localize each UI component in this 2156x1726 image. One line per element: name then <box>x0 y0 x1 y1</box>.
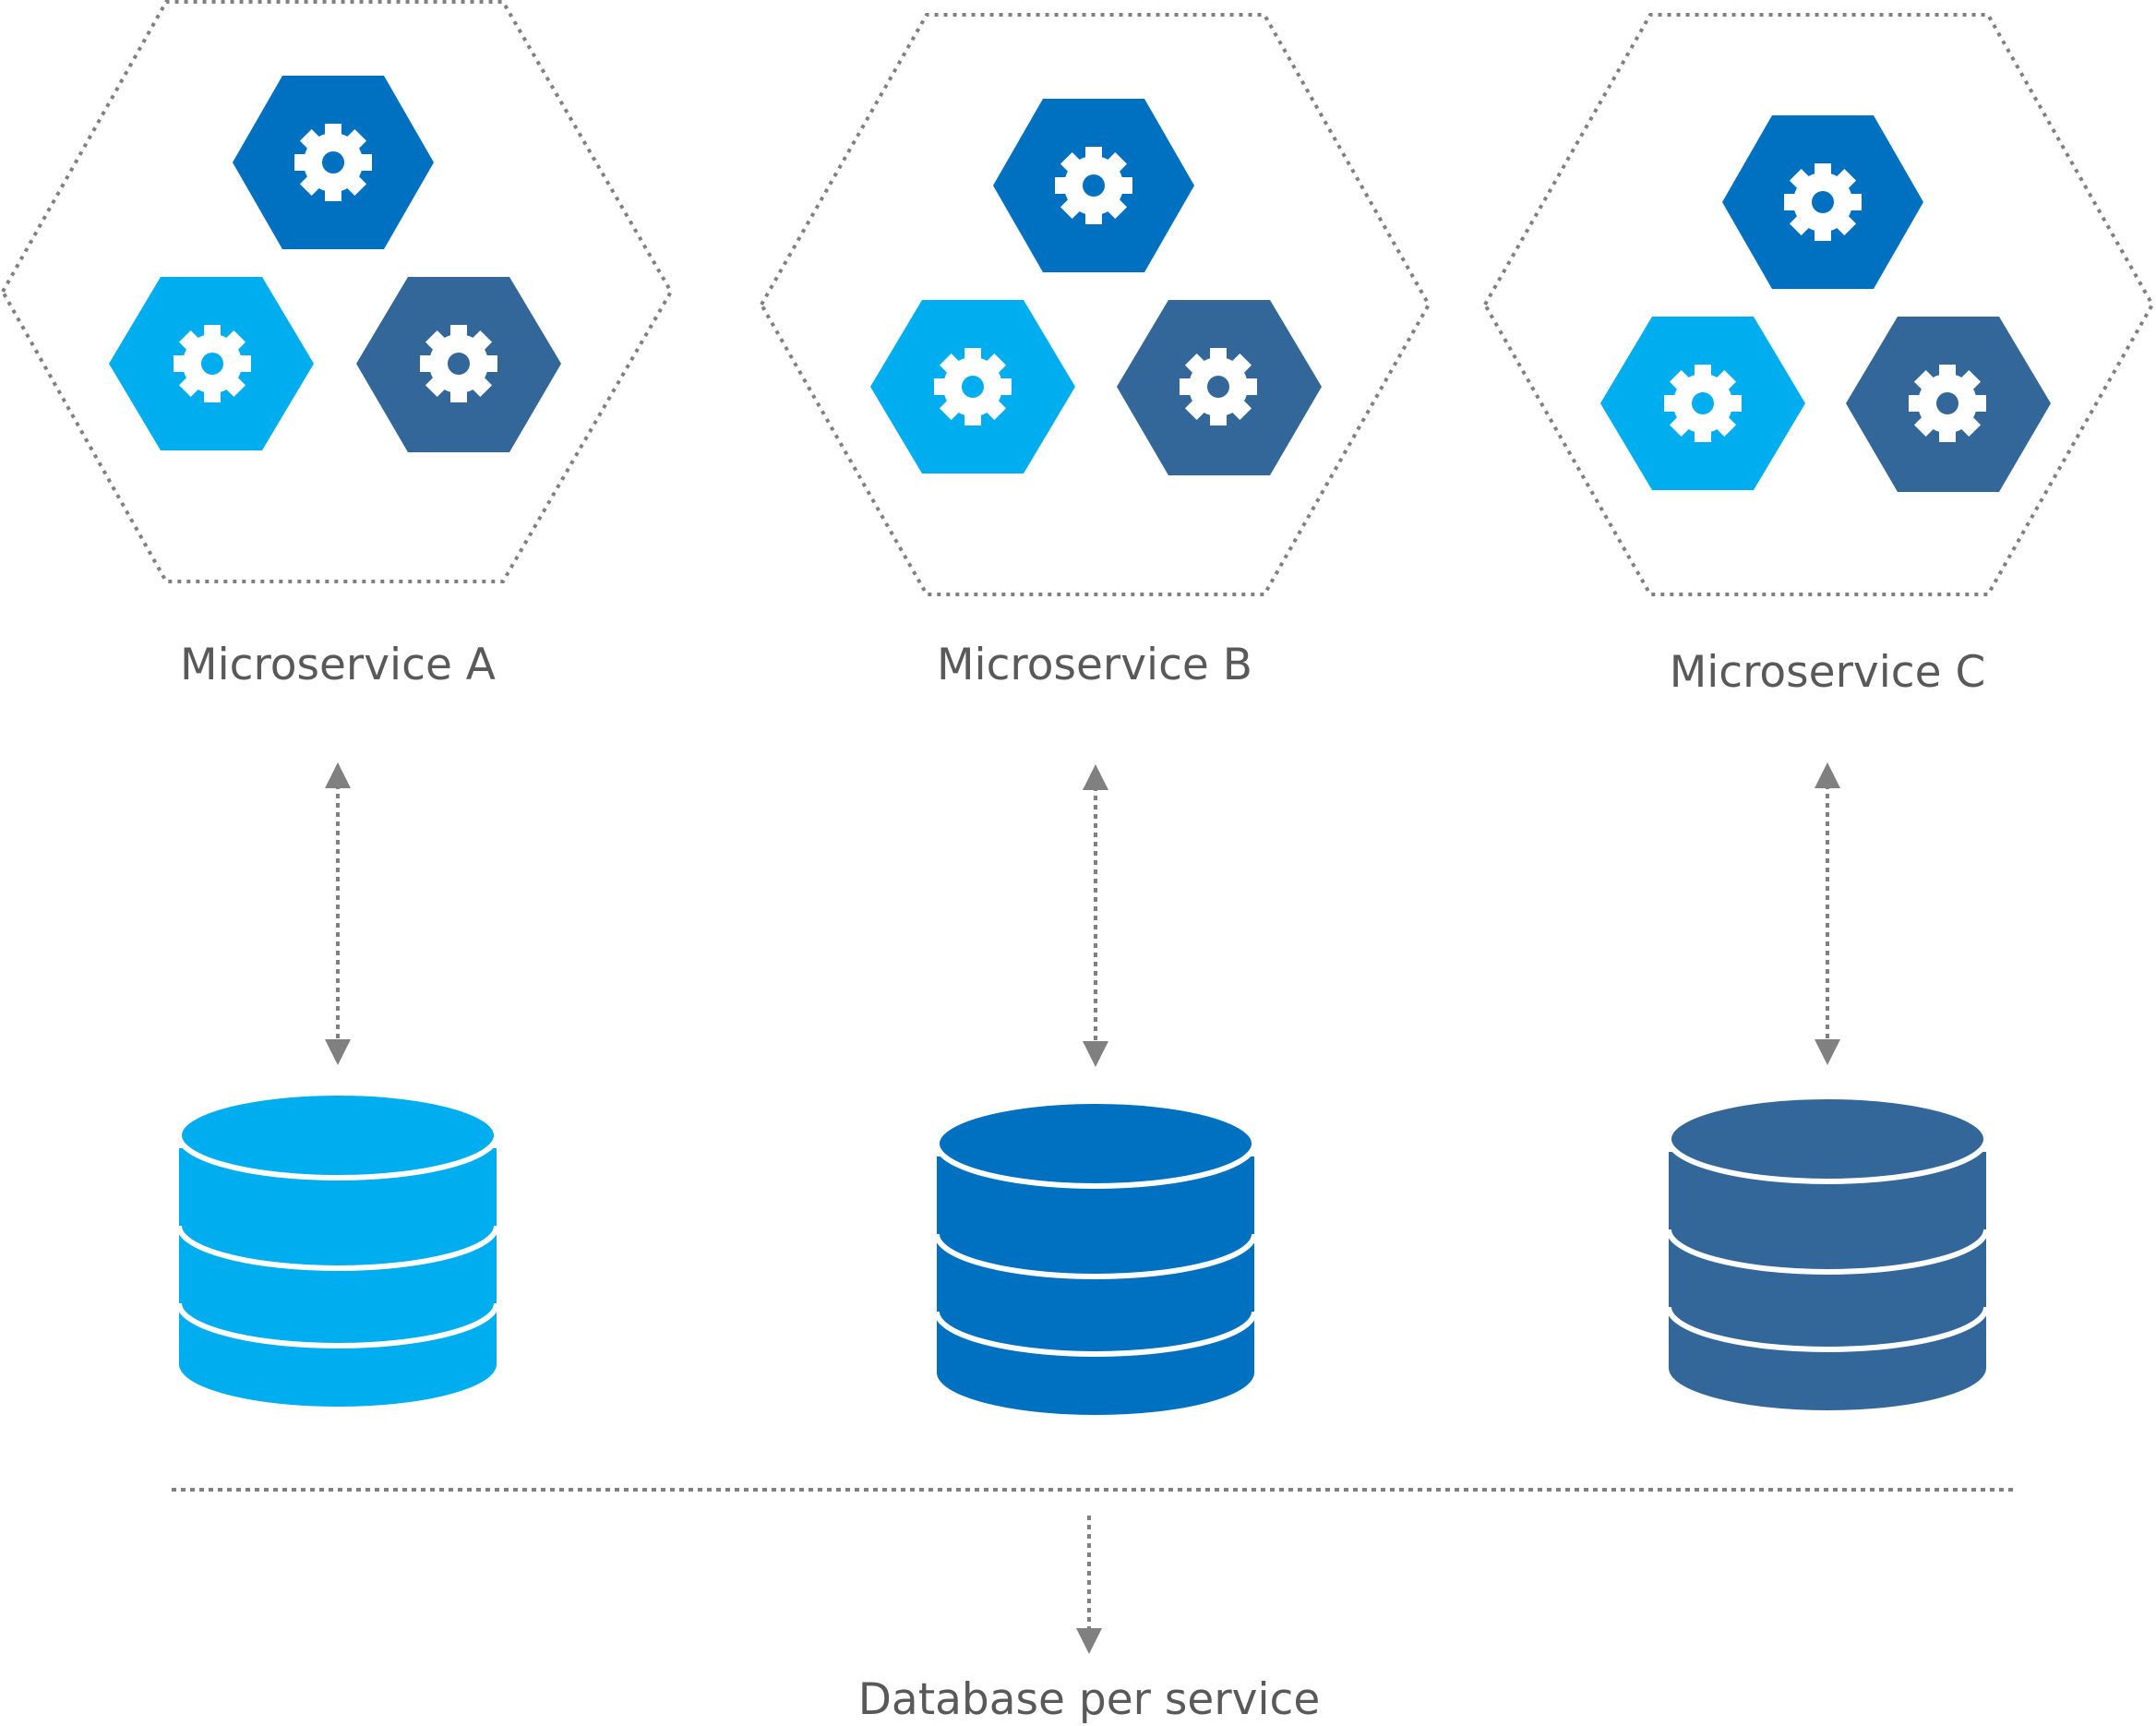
gear-hexagon-right <box>356 277 561 452</box>
footer-label: Database per service <box>858 1674 1321 1725</box>
service-boundary-hexagon <box>0 0 674 583</box>
service-group-a: Microservice A <box>0 0 674 1407</box>
gear-icon <box>1180 348 1257 426</box>
gear-icon <box>174 325 251 402</box>
service-group-b: Microservice B <box>759 13 1431 1415</box>
database-icon <box>176 1090 499 1407</box>
gear-icon <box>1664 365 1742 442</box>
gear-icon <box>1784 163 1862 241</box>
gear-hexagon-right <box>1846 317 2051 492</box>
gear-hexagon-left <box>870 300 1075 473</box>
gear-hexagon-top <box>993 99 1194 272</box>
gear-icon <box>1909 365 1986 442</box>
service-group-c: Microservice C <box>1482 13 2155 1410</box>
gear-hexagon-left <box>1600 317 1805 490</box>
gear-hexagon-top <box>233 76 434 249</box>
gear-hexagon-top <box>1722 115 1923 289</box>
gear-icon <box>420 325 497 402</box>
gear-hexagon-right <box>1117 300 1322 475</box>
gear-hexagon-left <box>109 277 314 450</box>
service-label: Microservice C <box>1670 647 1986 698</box>
gear-icon <box>1055 147 1132 224</box>
service-boundary-hexagon <box>1482 13 2155 596</box>
service-boundary-hexagon <box>759 13 1431 596</box>
service-label: Microservice A <box>180 640 496 690</box>
database-icon <box>1666 1094 1989 1410</box>
service-label: Microservice B <box>937 640 1252 690</box>
gear-icon <box>934 348 1012 426</box>
gear-icon <box>294 124 372 201</box>
database-icon <box>934 1098 1257 1415</box>
